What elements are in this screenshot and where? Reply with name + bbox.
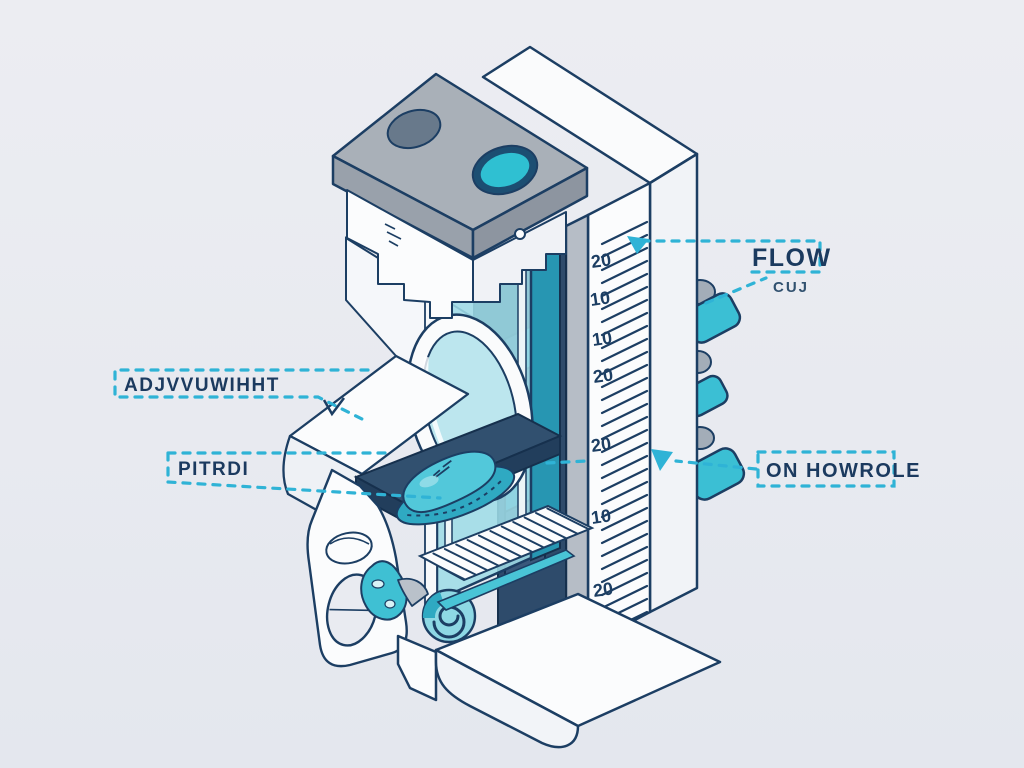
ruler-hatch-line [600, 402, 649, 428]
ruler-hatch-line [600, 519, 649, 545]
tray-rib-line [478, 534, 522, 558]
ruler-hatch-line [600, 285, 649, 311]
ruler-hatch-line [600, 493, 649, 519]
ruler-hatch-line [600, 454, 649, 480]
tray-rib-line [432, 552, 477, 576]
callout-onhowrole-box [756, 450, 896, 488]
callout-onhowrole-label: ON HOWROLE [766, 460, 921, 482]
ruler-hatch-line [600, 532, 649, 558]
tray-rib-lines [421, 507, 591, 580]
illegible-marking [432, 459, 452, 478]
illegible-marking [384, 223, 402, 247]
callout-flow-sublabel: CUJ [773, 279, 809, 296]
flow-arrow-icon [627, 236, 649, 254]
tray-rib-line [523, 516, 568, 540]
callout-cuj-leader [704, 276, 768, 305]
tick-label-0: 20 [590, 249, 613, 272]
ruler-hatch-line [600, 480, 649, 506]
callout-flow-label: FLOW [752, 244, 832, 272]
ruler-hatch-line [600, 558, 649, 584]
ruler-hatch-line [600, 220, 649, 246]
callout-pitrdi-box [166, 451, 442, 500]
ruler-hatch-line [600, 259, 649, 285]
ruler-hatch-line [600, 545, 649, 571]
ruler-hatch-line [600, 584, 649, 610]
tick-label-6: 20 [592, 578, 615, 601]
callout-adjust-box [113, 368, 370, 423]
tick-label-5: 10 [590, 505, 613, 528]
tray-teal-edge [436, 549, 576, 611]
ruler-hatch-line [600, 441, 649, 467]
ruler-hatch-line [600, 363, 649, 389]
ruler-hatch-line [600, 428, 649, 454]
adjust-arrow-icon [322, 397, 345, 417]
top-port-gray [386, 108, 442, 150]
top-cover [331, 72, 589, 260]
tick-label-1: 10 [589, 287, 612, 310]
ruler-hatch-line [600, 506, 649, 532]
tray-rib-line [489, 530, 534, 553]
tick-label-3: 20 [592, 364, 615, 387]
callout-adjust-label: ADJVVUWIHHT [124, 375, 280, 396]
pin-detail [514, 228, 526, 240]
tray-rib-line [535, 512, 579, 535]
tray-rib-line [512, 521, 557, 544]
callouts [113, 239, 896, 500]
tray-rib-line [443, 548, 488, 571]
ruler-hatch-line [600, 246, 649, 272]
lower-arm [306, 468, 429, 668]
callout-onhowrole-leader [545, 459, 758, 471]
callout-pitrdi-label: PITRDI [178, 459, 249, 480]
onhowrole-arrow-icon [651, 449, 673, 471]
upper-housing [346, 189, 567, 319]
machine-base [396, 592, 722, 749]
ruler-hatch-line [600, 350, 649, 376]
ruler-hatch-line [600, 272, 649, 298]
tray-rib-line [546, 507, 591, 531]
tray-rib-line [500, 525, 545, 549]
tick-label-4: 20 [590, 433, 613, 456]
ruler-hatch-line [600, 571, 649, 597]
ruler-hatch-line [600, 337, 649, 363]
ruler-hatch-line [600, 298, 649, 324]
ruler-hatch-line [600, 389, 649, 415]
ruler-hatch-line [600, 311, 649, 337]
ruler-hatch-line [600, 376, 649, 402]
tick-label-2: 10 [591, 327, 614, 350]
callout-flow-box [640, 239, 822, 274]
measuring-column [481, 45, 699, 659]
ruler-hatch-line [600, 415, 649, 441]
ruler-hatch-line [600, 324, 649, 350]
top-port-teal [480, 152, 530, 188]
tray-rib-line [455, 543, 500, 567]
ruler-tick-labels: 20 10 10 20 20 10 20 [589, 249, 615, 601]
tray-rib-line [466, 539, 511, 562]
ruler-hatch-line [600, 467, 649, 493]
